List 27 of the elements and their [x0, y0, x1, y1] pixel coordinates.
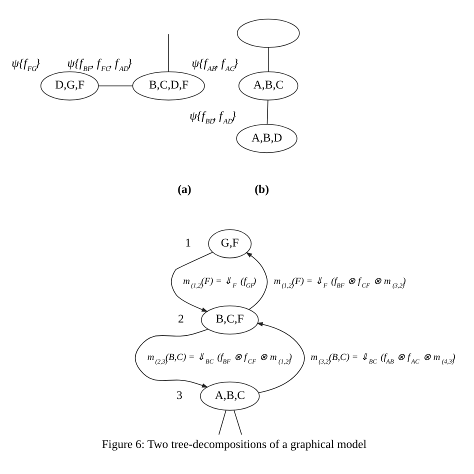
node-ellipse: B,C,D,F	[132, 71, 205, 100]
node-label: 2	[178, 312, 184, 326]
node-label: 1	[185, 236, 191, 250]
edge-label: m$_{(3,2)}$(B,C) = ⇓$_{BC}$ (f$_{AB}$ ⊗ f$_{AC}$ ⊗ m$_{(4,3)}$)	[310, 353, 456, 366]
edge-label: m$_{(2,3)}$(B,C) = ⇓$_{BC}$ (f$_{BF}$ ⊗ f$_{CF}$ ⊗ m$_{(1,2)}$)	[147, 353, 292, 366]
node-label: ψ{f$_{FG}$}	[12, 57, 40, 74]
label: (b)	[254, 183, 269, 196]
arrow	[246, 252, 268, 310]
edge-label: m$_{(1,2)}$(F) = ⇓$_{F}$ (f$_{GF}$)	[183, 276, 256, 290]
node-ellipse: A,B,D	[236, 124, 298, 154]
connector	[268, 47, 269, 72]
connector	[218, 410, 226, 435]
edge-label: m$_{(1,2)}$(F) = ⇓$_{F}$ (f$_{BF}$ ⊗ f$_{CF}$ ⊗ m$_{(3,2)}$)	[274, 276, 406, 290]
caption: Figure 6: Two tree-decompositions of a graphical model	[102, 438, 367, 451]
connector	[168, 34, 169, 72]
node-label: ψ{f$_{AB}$, f$_{AC}$}	[192, 57, 238, 74]
arrow	[170, 252, 214, 312]
connector	[234, 410, 242, 435]
node-label: ψ{f$_{BF}$, f$_{FC}$, f$_{AD}$}	[67, 57, 132, 74]
node-ellipse: A,B,C	[238, 71, 298, 100]
node-label: 3	[176, 388, 182, 402]
arrow	[134, 328, 209, 388]
connector	[266, 100, 268, 125]
node-ellipse: D,G,F	[40, 71, 99, 100]
label: (a)	[178, 183, 192, 196]
node-ellipse	[236, 18, 300, 48]
arrow	[256, 322, 305, 394]
